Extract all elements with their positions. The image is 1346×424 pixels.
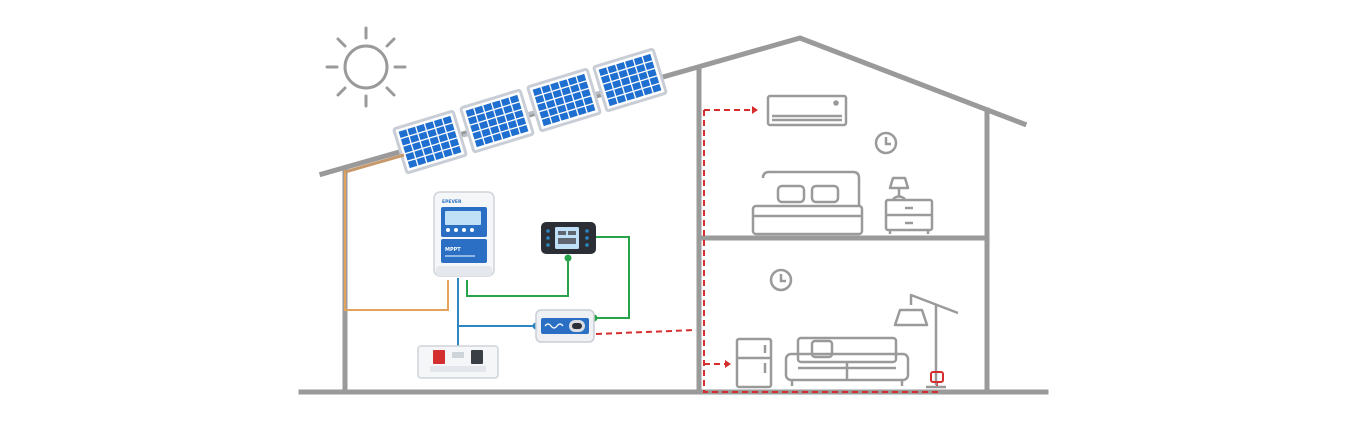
pv-wire [344, 153, 449, 311]
clock-icon [874, 131, 898, 155]
charge-controller: EPEVER MPPT [433, 191, 495, 277]
solar-panel-array [392, 47, 668, 175]
sofa-icon [784, 336, 910, 386]
wall-socket-icon [930, 371, 944, 383]
battery [417, 345, 499, 379]
air-conditioner-icon [766, 94, 848, 127]
clock-icon [769, 268, 793, 292]
ac-wire-arrows [725, 106, 758, 368]
solar-panel [459, 88, 535, 154]
controller-badge: MPPT [445, 247, 461, 253]
lamp-icon [888, 176, 910, 201]
bed-icon [751, 170, 864, 236]
remote-meter [541, 222, 596, 254]
controller-lcd [445, 211, 481, 225]
solar-panel [526, 67, 602, 133]
house-outline [298, 35, 1049, 395]
fridge-icon [735, 337, 773, 389]
inverter [535, 309, 595, 343]
nightstand-icon [884, 198, 934, 234]
controller-brand: EPEVER [442, 199, 462, 205]
floor-lamp-icon [893, 293, 959, 389]
sun-icon [325, 26, 407, 108]
solar-panel [592, 47, 668, 113]
solar-panel [392, 109, 468, 175]
